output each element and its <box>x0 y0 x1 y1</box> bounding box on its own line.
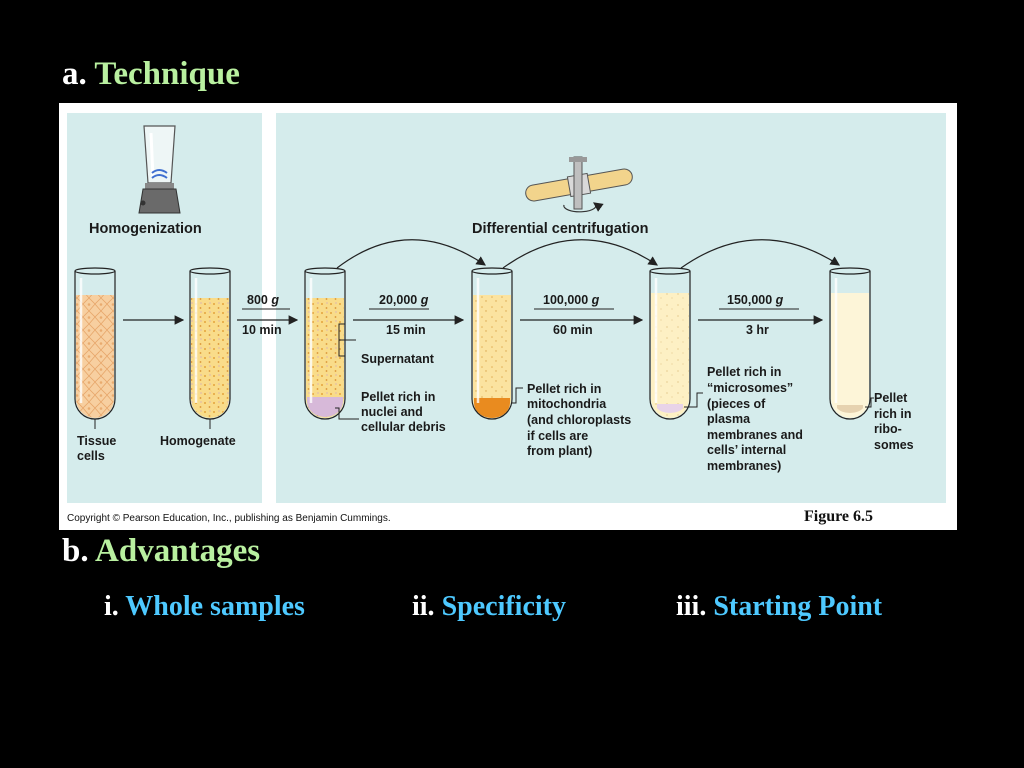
pellet-4-line-1: Pellet <box>874 391 908 405</box>
homogenization-title: Homogenization <box>89 221 202 237</box>
advantage-1-label: Whole samples <box>125 591 305 622</box>
heading-advantages-prefix: b. <box>62 533 96 569</box>
step-3-time: 60 min <box>553 323 593 337</box>
heading-technique-prefix: a. <box>62 56 95 92</box>
tissue-label-line-1: Tissue <box>77 434 116 448</box>
heading-advantages-label: Advantages <box>95 533 261 569</box>
advantage-specificity: ii. Specificity <box>412 593 566 621</box>
supernatant-label: Supernatant <box>361 352 435 366</box>
advantage-3-label: Starting Point <box>713 591 883 622</box>
transfer-arrow-2 <box>502 239 658 269</box>
step-2-force: 20,000 g <box>379 293 429 307</box>
step-4-force: 150,000 g <box>727 293 784 307</box>
pellet-3-line-5: membranes and <box>707 428 803 442</box>
pellet-3-line-4: plasma <box>707 412 751 426</box>
heading-technique: a. Technique <box>62 58 240 91</box>
advantage-1-number: i. <box>104 591 126 622</box>
advantage-whole-samples: i. Whole samples <box>104 593 305 621</box>
homogenate-label: Homogenate <box>160 434 236 448</box>
step-2-time: 15 min <box>386 323 426 337</box>
advantage-2-number: ii. <box>412 591 442 622</box>
pellet-2-line-4: if cells are <box>527 429 588 443</box>
pellet-2-line-2: mitochondria <box>527 397 607 411</box>
pellet-3-line-7: membranes) <box>707 459 781 473</box>
step-4-time: 3 hr <box>746 323 769 337</box>
pellet-1-line-2: nuclei and <box>361 405 423 419</box>
centrifugation-title: Differential centrifugation <box>472 221 648 237</box>
pellet-3-line-6: cells’ internal <box>707 443 786 457</box>
tube-tissue-cells <box>74 267 116 420</box>
pellet-3-line-3: (pieces of <box>707 397 766 411</box>
copyright-notice: Copyright © Pearson Education, Inc., pub… <box>67 513 391 524</box>
tube-step-4 <box>829 267 871 420</box>
pellet-3-line-1: Pellet rich in <box>707 365 781 379</box>
tube-step-3 <box>649 267 691 420</box>
heading-technique-label: Technique <box>94 56 240 92</box>
pellet-1-line-3: cellular debris <box>361 420 446 434</box>
advantage-2-label: Specificity <box>441 591 566 622</box>
pellet-2-line-1: Pellet rich in <box>527 382 601 396</box>
step-1-force: 800 g <box>247 293 279 307</box>
tissue-label-line-2: cells <box>77 449 105 463</box>
blender-icon <box>138 125 181 214</box>
pellet-4-line-2: rich in <box>874 407 912 421</box>
tube-homogenate <box>189 267 231 420</box>
centrifugation-figure: Homogenization Differential centrifugati… <box>59 103 957 530</box>
advantage-starting-point: iii. Starting Point <box>676 593 882 621</box>
figure-caption: Figure 6.5 <box>804 508 873 525</box>
advantage-3-number: iii. <box>676 591 714 622</box>
tube-step-2 <box>471 267 513 420</box>
heading-advantages: b. Advantages <box>62 535 260 568</box>
tube-step-1 <box>304 267 346 420</box>
pellet-4-line-3: ribo- <box>874 422 902 436</box>
pellet-1-line-1: Pellet rich in <box>361 390 435 404</box>
pellet-2-line-3: (and chloroplasts <box>527 413 631 427</box>
step-1-time: 10 min <box>242 323 282 337</box>
transfer-arrow-1 <box>336 239 486 269</box>
figure-svg: Homogenization Differential centrifugati… <box>59 103 957 530</box>
transfer-arrow-3 <box>680 239 841 269</box>
pellet-4-line-4: somes <box>874 438 914 452</box>
pellet-3-line-2: “microsomes” <box>707 381 793 395</box>
centrifuge-rotor-icon <box>525 156 633 213</box>
step-3-force: 100,000 g <box>543 293 600 307</box>
pellet-2-line-5: from plant) <box>527 444 592 458</box>
